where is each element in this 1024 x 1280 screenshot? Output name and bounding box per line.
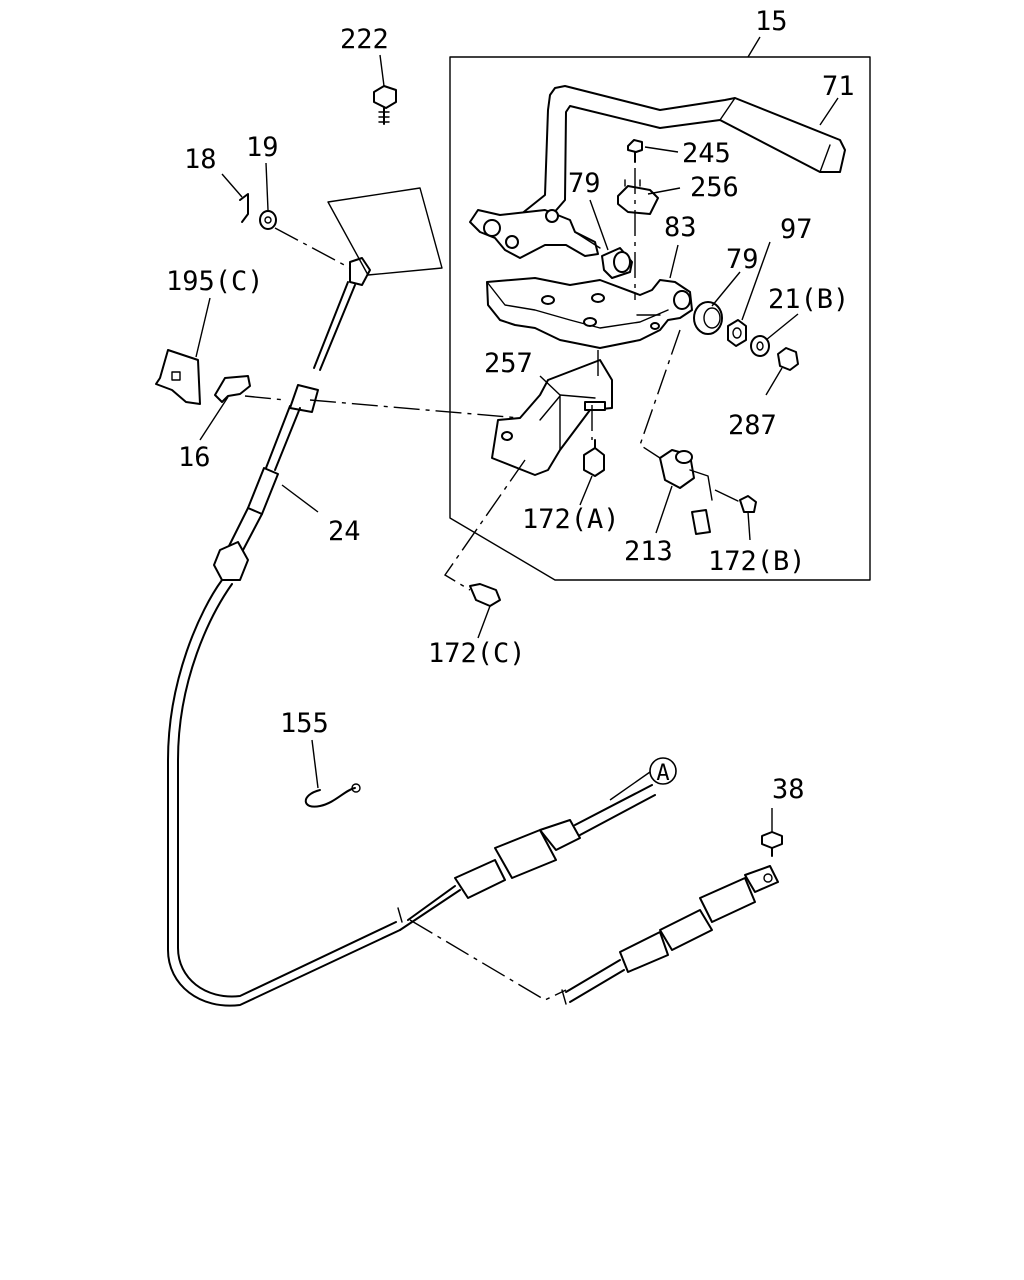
cable-end-lower — [565, 865, 779, 1003]
assembly-frame-15 — [449, 56, 871, 581]
label-21b: 21(B) — [768, 284, 849, 315]
washer-19 — [259, 210, 277, 230]
bolt-172c — [469, 583, 501, 607]
pin-38 — [761, 831, 783, 857]
clip-195c — [155, 349, 201, 405]
label-287: 287 — [728, 410, 777, 441]
label-79-right: 79 — [726, 244, 759, 275]
label-155: 155 — [280, 708, 329, 739]
shift-cable-24 — [167, 257, 401, 1007]
nut-97 — [727, 319, 747, 347]
label-19: 19 — [246, 132, 279, 163]
collar-79-right — [693, 301, 723, 335]
clip-16 — [214, 375, 251, 403]
label-97: 97 — [780, 214, 813, 245]
clip-18 — [239, 193, 249, 223]
pad-256 — [617, 179, 659, 215]
label-172b: 172(B) — [708, 546, 806, 577]
label-24: 24 — [328, 516, 361, 547]
part-labels: 15 71 222 245 256 18 19 79 83 97 79 21(B… — [166, 6, 855, 805]
label-213: 213 — [624, 536, 673, 567]
nut-287 — [777, 347, 799, 371]
screw-172b — [739, 495, 757, 513]
label-71: 71 — [822, 71, 855, 102]
label-18: 18 — [184, 144, 217, 175]
leader-lines — [195, 36, 839, 832]
bolt-245 — [627, 139, 643, 163]
clip-155 — [304, 783, 361, 808]
reference-a-label: A — [656, 761, 669, 786]
label-256: 256 — [690, 172, 739, 203]
pivot-shaft-assembly — [469, 209, 601, 259]
label-16: 16 — [178, 442, 211, 473]
cable-end-upper — [399, 784, 656, 931]
bolt-222 — [373, 85, 397, 125]
label-38: 38 — [772, 774, 805, 805]
label-245: 245 — [682, 138, 731, 169]
bolt-172a — [583, 439, 605, 477]
label-79-left: 79 — [568, 168, 601, 199]
label-172c: 172(C) — [428, 638, 526, 669]
base-bracket-83 — [486, 277, 693, 349]
label-172a: 172(A) — [522, 504, 620, 535]
bushing-79-left — [601, 247, 633, 279]
washer-21b — [750, 335, 770, 357]
label-15: 15 — [755, 6, 788, 37]
reference-a-marker: A — [649, 757, 677, 786]
label-222: 222 — [340, 24, 389, 55]
assembly-guides — [244, 168, 741, 1005]
switch-213 — [659, 449, 713, 535]
label-257: 257 — [484, 348, 533, 379]
label-195c: 195(C) — [166, 266, 264, 297]
label-83: 83 — [664, 212, 697, 243]
